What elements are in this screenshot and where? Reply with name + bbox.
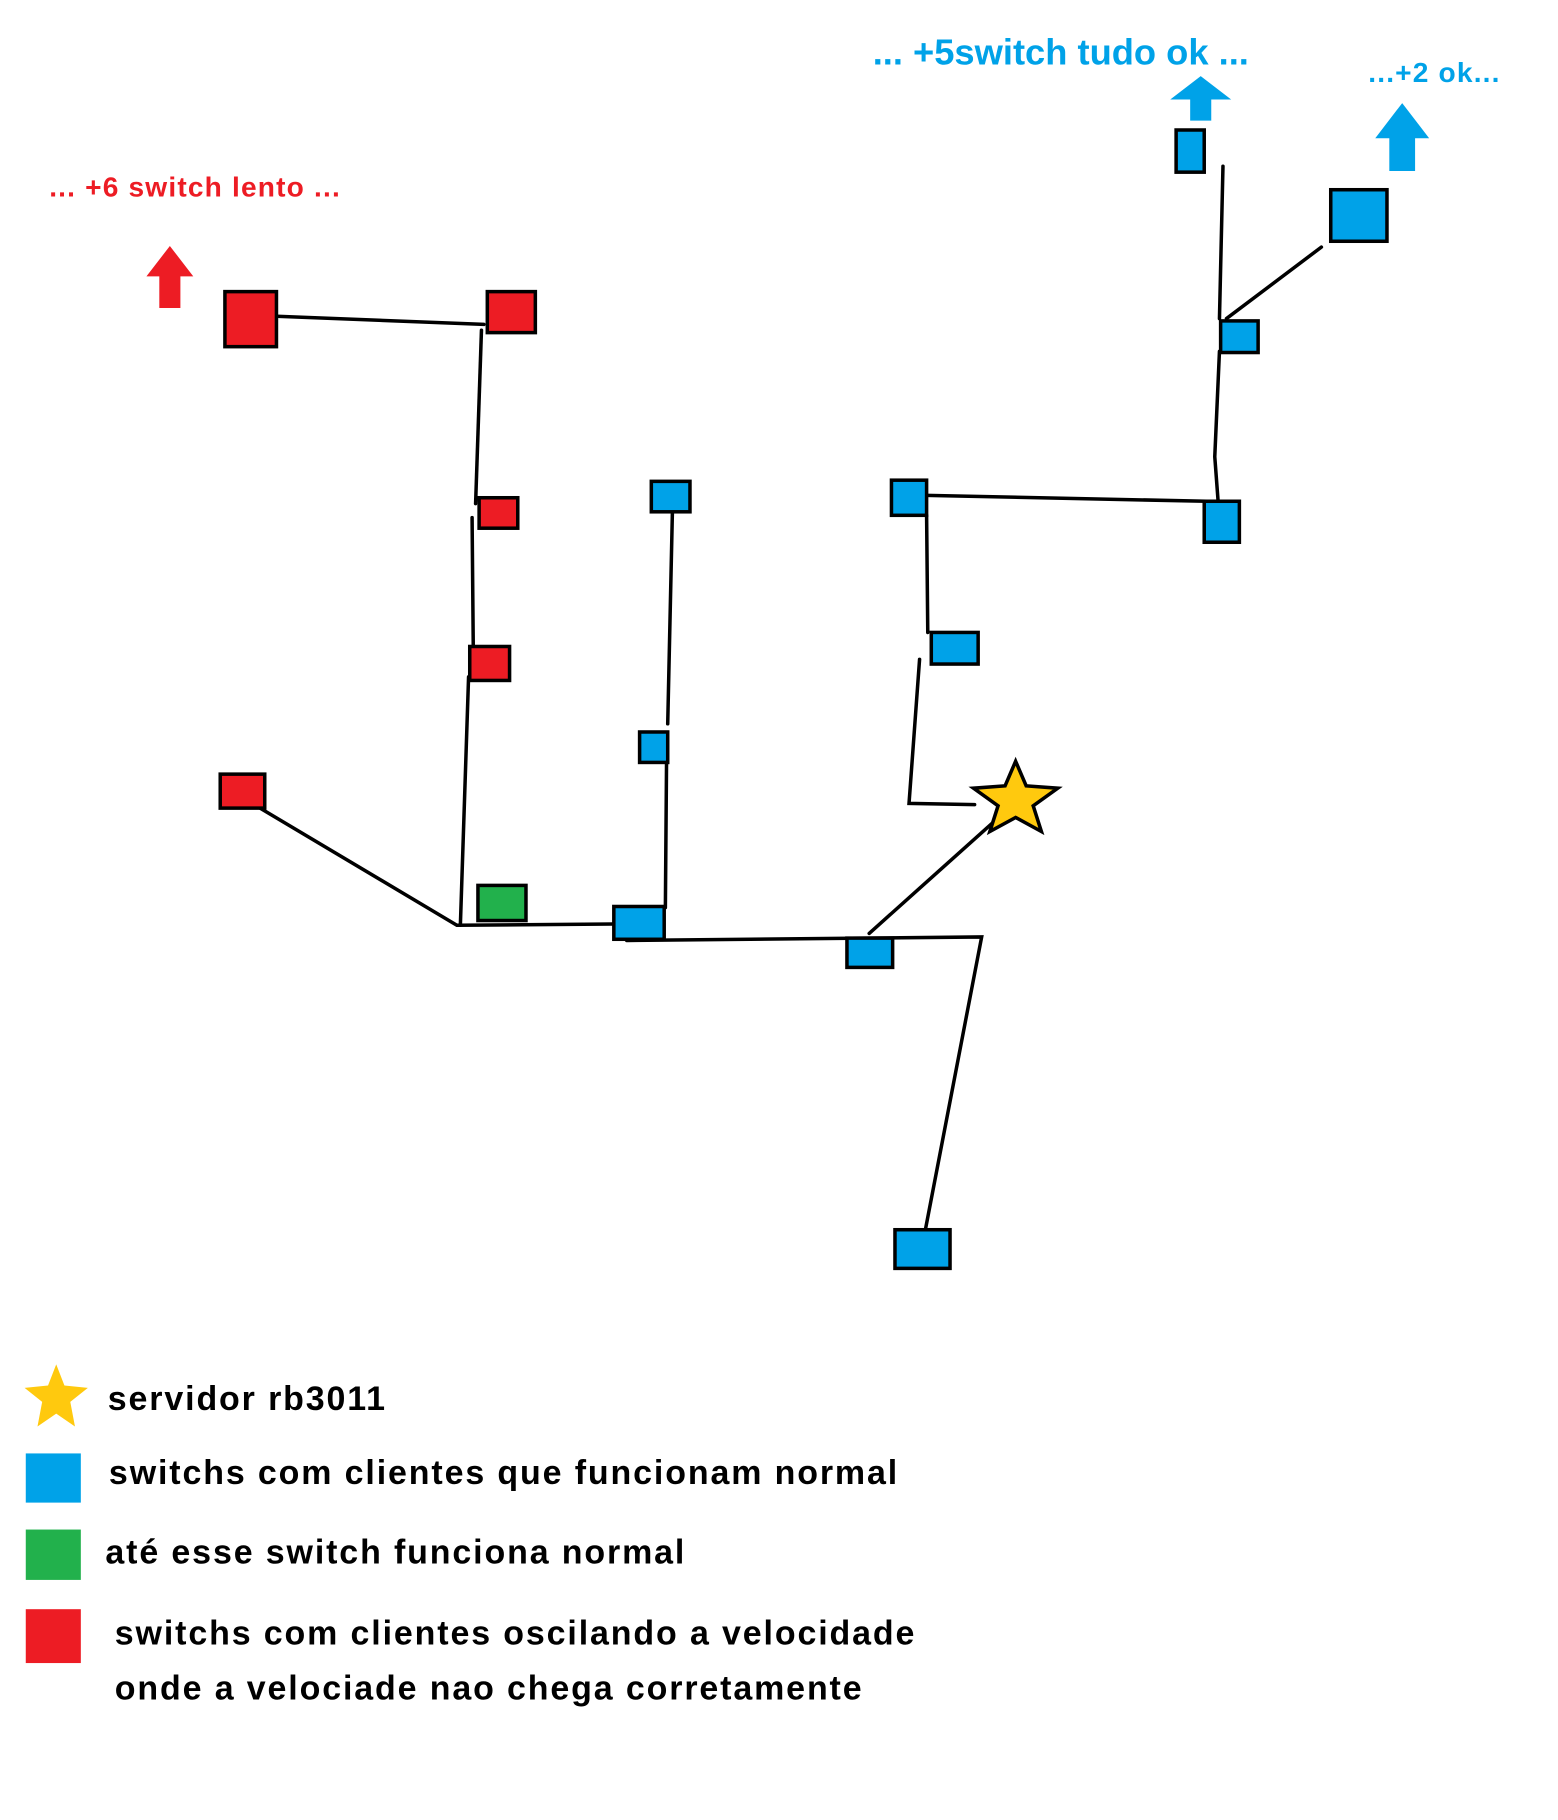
arrow-up-icon bbox=[146, 245, 194, 309]
switch-ok bbox=[1218, 319, 1260, 355]
switch-ok bbox=[649, 479, 692, 514]
arrow-up-icon bbox=[1170, 76, 1232, 121]
arrow-up-icon bbox=[1375, 103, 1430, 171]
switch-ok bbox=[612, 904, 666, 942]
link bbox=[1213, 349, 1222, 506]
link bbox=[663, 759, 669, 910]
switch-ok bbox=[1328, 187, 1389, 244]
switch-ok bbox=[1174, 128, 1206, 174]
slow-more-label: ... +6 switch lento ... bbox=[49, 172, 341, 203]
link bbox=[1224, 245, 1324, 321]
link bbox=[907, 657, 977, 807]
legend-slow-label-2: onde a velociade nao chega corretamente bbox=[115, 1669, 864, 1707]
switch-ok bbox=[929, 630, 980, 666]
link bbox=[274, 314, 486, 327]
link bbox=[1217, 164, 1225, 321]
links bbox=[258, 164, 1324, 1238]
legend-ok-swatch bbox=[25, 1453, 81, 1503]
link bbox=[665, 510, 675, 726]
switch-ok bbox=[845, 936, 895, 970]
link bbox=[624, 935, 984, 1238]
switch-boundary bbox=[476, 883, 528, 923]
switch-ok bbox=[889, 478, 929, 518]
link bbox=[924, 513, 930, 635]
switch-ok bbox=[637, 730, 670, 765]
ok-switches bbox=[612, 128, 1389, 1271]
link bbox=[258, 806, 616, 927]
link bbox=[470, 515, 476, 649]
ok-more-5-label: ... +5switch tudo ok ... bbox=[873, 31, 1249, 72]
switch-slow bbox=[223, 289, 279, 349]
legend-star-icon bbox=[24, 1364, 88, 1427]
legend-boundary-swatch bbox=[25, 1529, 81, 1580]
switch-slow bbox=[467, 644, 512, 683]
legend-boundary-label: até esse switch funciona normal bbox=[105, 1534, 686, 1572]
link bbox=[867, 820, 996, 936]
slow-switches bbox=[218, 289, 538, 810]
link bbox=[473, 328, 484, 506]
legend: servidor rb3011 switchs com clientes que… bbox=[24, 1364, 917, 1707]
ok-more-2-label: ...+2 ok... bbox=[1368, 57, 1500, 88]
legend-slow-label-1: switchs com clientes oscilando a velocid… bbox=[115, 1614, 917, 1652]
switch-ok bbox=[1202, 499, 1242, 545]
switch-slow bbox=[485, 289, 538, 335]
legend-ok-label: switchs com clientes que funcionam norma… bbox=[109, 1454, 899, 1492]
legend-slow-swatch bbox=[25, 1609, 81, 1664]
switch-ok bbox=[893, 1227, 952, 1271]
switch-slow bbox=[218, 772, 267, 810]
switch-slow bbox=[477, 495, 520, 530]
link bbox=[458, 675, 471, 927]
legend-server-label: servidor rb3011 bbox=[108, 1380, 387, 1418]
server-star-icon bbox=[968, 756, 1063, 836]
link bbox=[924, 493, 1209, 504]
